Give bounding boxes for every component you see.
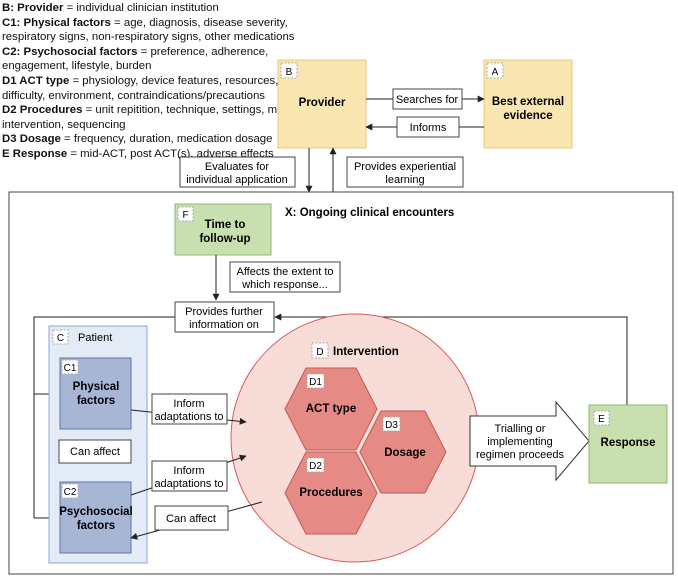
inform-adapt2-box [151, 460, 228, 492]
physical-letter: C1 [64, 363, 77, 374]
intervention-letter: D [316, 347, 323, 358]
trialling-label-line1: Trialling or [495, 423, 546, 435]
searches-for-label: Searches for [396, 94, 459, 106]
dosage-letter-box [382, 416, 401, 432]
provider-label: Provider [299, 97, 346, 109]
response-label: Response [601, 437, 656, 449]
physical-node[interactable] [59, 357, 132, 430]
inform-adapt2-line1: Inform [173, 465, 204, 477]
followup-label-line2: follow-up [199, 233, 250, 245]
intervention-label: Intervention [333, 346, 399, 358]
intervention-letter-box [311, 342, 329, 359]
patient-label: Patient [78, 332, 112, 344]
provider-letter-box [280, 62, 298, 79]
legend-row-dosage: D3 Dosage = frequency, duration, medicat… [2, 133, 273, 146]
evaluates-label-box [179, 156, 296, 188]
informs-label: Informs [410, 122, 447, 134]
psychosocial-label-line1: Psychosocial [59, 506, 133, 518]
physical-label-line1: Physical [73, 381, 120, 393]
act-type-label: ACT type [306, 403, 356, 415]
trialling-label-line2: implementing [487, 436, 552, 448]
affects-label-box [229, 261, 341, 293]
act-type-letter-box [306, 373, 325, 389]
legend-row-provider: B: Provider = individual clinician insti… [2, 2, 219, 14]
followup-letter: F [182, 210, 188, 221]
procedures-label: Procedures [299, 487, 362, 499]
physical-letter-box [61, 359, 79, 375]
encounters-frame [8, 191, 674, 575]
followup-letter-box [177, 206, 194, 222]
can-affect-mid-label: Can affect [70, 446, 120, 458]
inform-adapt1-line1: Inform [173, 398, 204, 410]
response-letter-box [593, 410, 610, 426]
inform-adapt1-line2: adaptations to [154, 411, 223, 423]
physical-label-line2: factors [77, 395, 115, 407]
legend-row-act-type: D1 ACT type = physiology, device feature… [2, 74, 279, 102]
inform-adapt2-line2: adaptations to [154, 478, 223, 490]
further-label-line2: information on [189, 319, 259, 331]
can-affect-low-label: Can affect [166, 513, 216, 525]
trialling-arrow [469, 400, 590, 482]
procedures-letter: D2 [309, 461, 322, 472]
affects-label-line2: which response... [241, 279, 328, 291]
experiential-label-line1: Provides experiential [354, 161, 456, 173]
edge-further-left [33, 316, 175, 518]
trialling-label-line3: regimen proceeds [476, 449, 565, 461]
dosage-node[interactable] [359, 410, 447, 494]
experiential-label-box [346, 156, 464, 188]
dosage-label: Dosage [384, 447, 426, 459]
response-letter: E [598, 414, 605, 425]
patient-letter: C [57, 333, 64, 344]
act-type-letter: D1 [309, 377, 322, 388]
inform-adapt1-box [151, 393, 228, 425]
patient-letter-box [52, 329, 69, 345]
evidence-letter: A [492, 67, 499, 78]
psychosocial-letter: C2 [64, 487, 77, 498]
procedures-letter-box [306, 457, 325, 473]
evidence-label-line2: evidence [503, 110, 552, 122]
evidence-letter-box [486, 62, 504, 79]
followup-label-line1: Time to [205, 219, 246, 231]
legend-row-procedures: D2 Procedures = unit repitition, techniq… [2, 104, 296, 131]
affects-label-line1: Affects the extent to [236, 266, 333, 278]
evaluates-label-line2: individual application [186, 174, 288, 186]
legend-row-psychosocial: C2: Psychosocial factors = preference, a… [2, 45, 269, 73]
further-label-box [174, 301, 275, 333]
experiential-label-line2: learning [385, 174, 424, 186]
edge-response-feedback [274, 313, 628, 405]
informs-label-box [396, 116, 460, 138]
provider-letter: B [286, 67, 293, 78]
evaluates-label-line1: Evaluates for [205, 161, 270, 173]
psychosocial-label-line2: factors [77, 520, 115, 532]
legend: B: Provider = individual clinician insti… [2, 1, 302, 162]
encounters-label: X: Ongoing clinical encounters [285, 207, 454, 219]
searches-for-label-box [392, 88, 463, 110]
evidence-label-line1: Best external [492, 96, 564, 108]
can-affect-mid-box [58, 439, 132, 464]
dosage-letter: D3 [385, 420, 398, 431]
can-affect-low-box [154, 505, 229, 531]
further-label-line1: Provides further [185, 306, 263, 318]
psychosocial-letter-box [61, 483, 79, 499]
legend-row-physical: C1: Physical factors = age, diagnosis, d… [2, 16, 295, 44]
